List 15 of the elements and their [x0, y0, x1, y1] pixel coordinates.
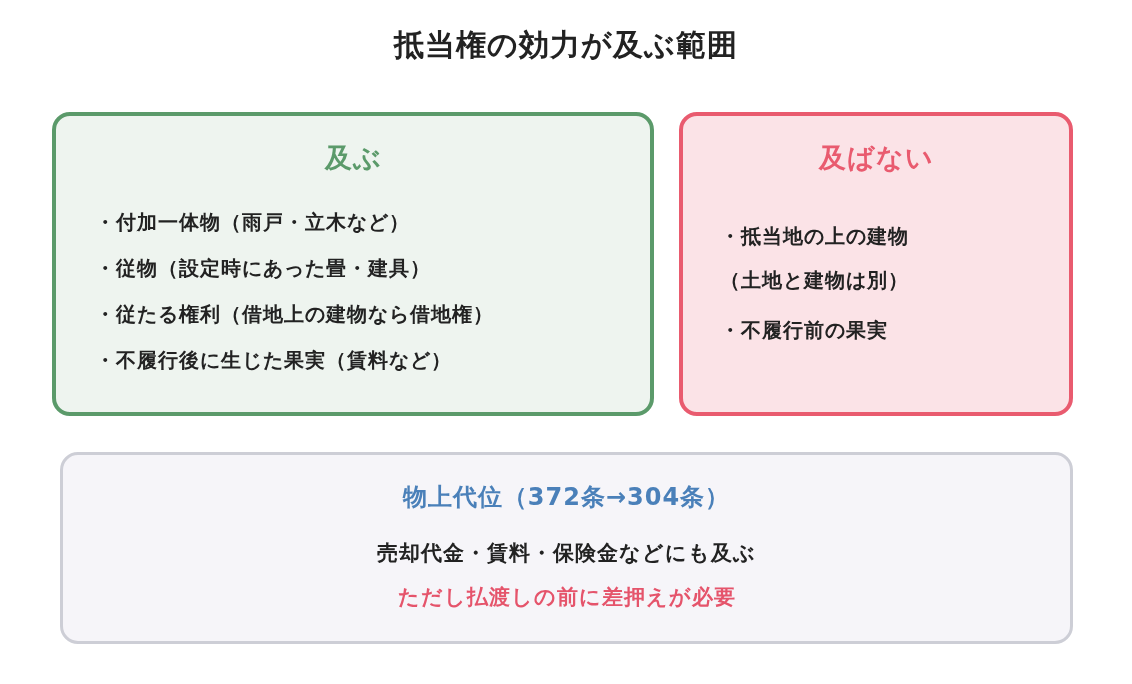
info-panel	[679, 112, 1073, 416]
bullet-item: ・従物（設定時にあった畳・建具）	[95, 255, 431, 282]
bullet-item: ・不履行後に生じた果実（賃料など）	[95, 347, 452, 374]
info-panel	[60, 452, 1073, 644]
panel-heading: 及ぶ	[324, 141, 382, 175]
bullet-item: ・不履行前の果実	[720, 317, 888, 344]
info-panel	[52, 112, 654, 416]
panel-heading: 及ばない	[818, 141, 934, 175]
panel-heading: 物上代位（372条→304条）	[402, 482, 731, 513]
bullet-item: ・従たる権利（借地上の建物なら借地権）	[95, 301, 494, 328]
bullet-item: ・付加一体物（雨戸・立木など）	[95, 209, 410, 236]
diagram-title: 抵当権の効力が及ぶ範囲	[394, 26, 738, 64]
note-text: ただし払渡しの前に差押えが必要	[397, 584, 736, 611]
bullet-item: ・抵当地の上の建物（土地と建物は別）	[720, 223, 910, 294]
body-text: 売却代金・賃料・保険金などにも及ぶ	[377, 540, 756, 567]
